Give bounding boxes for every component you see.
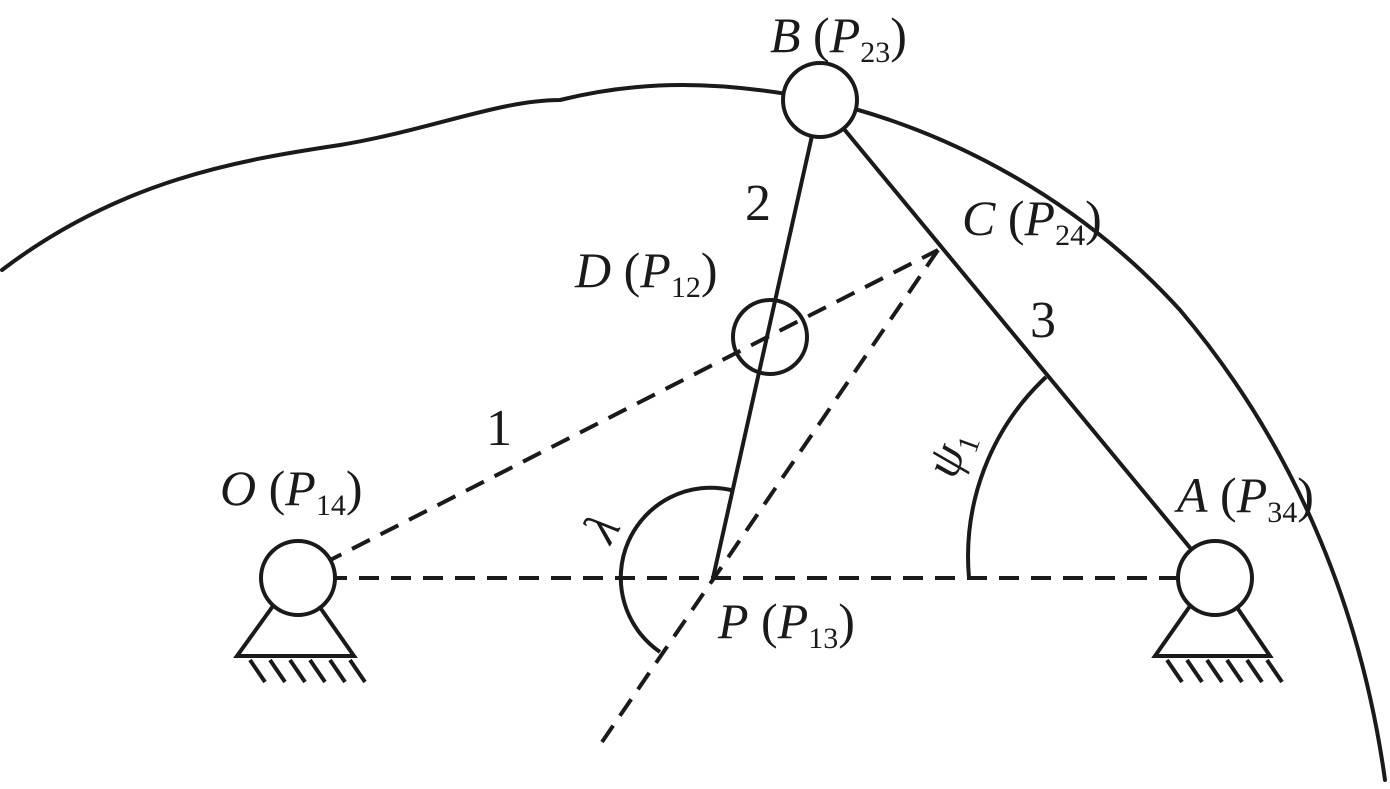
link-number-3: 3 (1030, 292, 1056, 349)
label-B: B (P23) (770, 7, 907, 69)
link-number-1: 1 (486, 400, 512, 457)
link-1-OC (294, 248, 939, 580)
outer-curve (0, 83, 1387, 782)
lambda-arc (618, 485, 732, 654)
ground-support-A (1151, 604, 1284, 684)
pin-B (781, 61, 859, 139)
psi-label: ψ1 (913, 422, 987, 486)
pin-O (259, 539, 337, 617)
label-A: A (P34) (1174, 467, 1314, 529)
lambda-symbol: λ (571, 504, 631, 552)
pin-D (731, 298, 809, 376)
pin-A (1176, 539, 1254, 617)
ground-support-O (233, 604, 367, 684)
label-D: D (P12) (574, 242, 717, 304)
psi-arc (966, 375, 1048, 579)
svg-text:ψ1: ψ1 (913, 422, 987, 486)
label-P: P (P13) (717, 593, 855, 655)
link-3-BA (818, 98, 1217, 580)
link-2-BP (711, 98, 822, 580)
label-C: C (P24) (962, 190, 1102, 252)
link-number-2: 2 (745, 175, 771, 232)
line-CP-extended (600, 248, 940, 744)
label-O: O (P14) (220, 460, 362, 522)
